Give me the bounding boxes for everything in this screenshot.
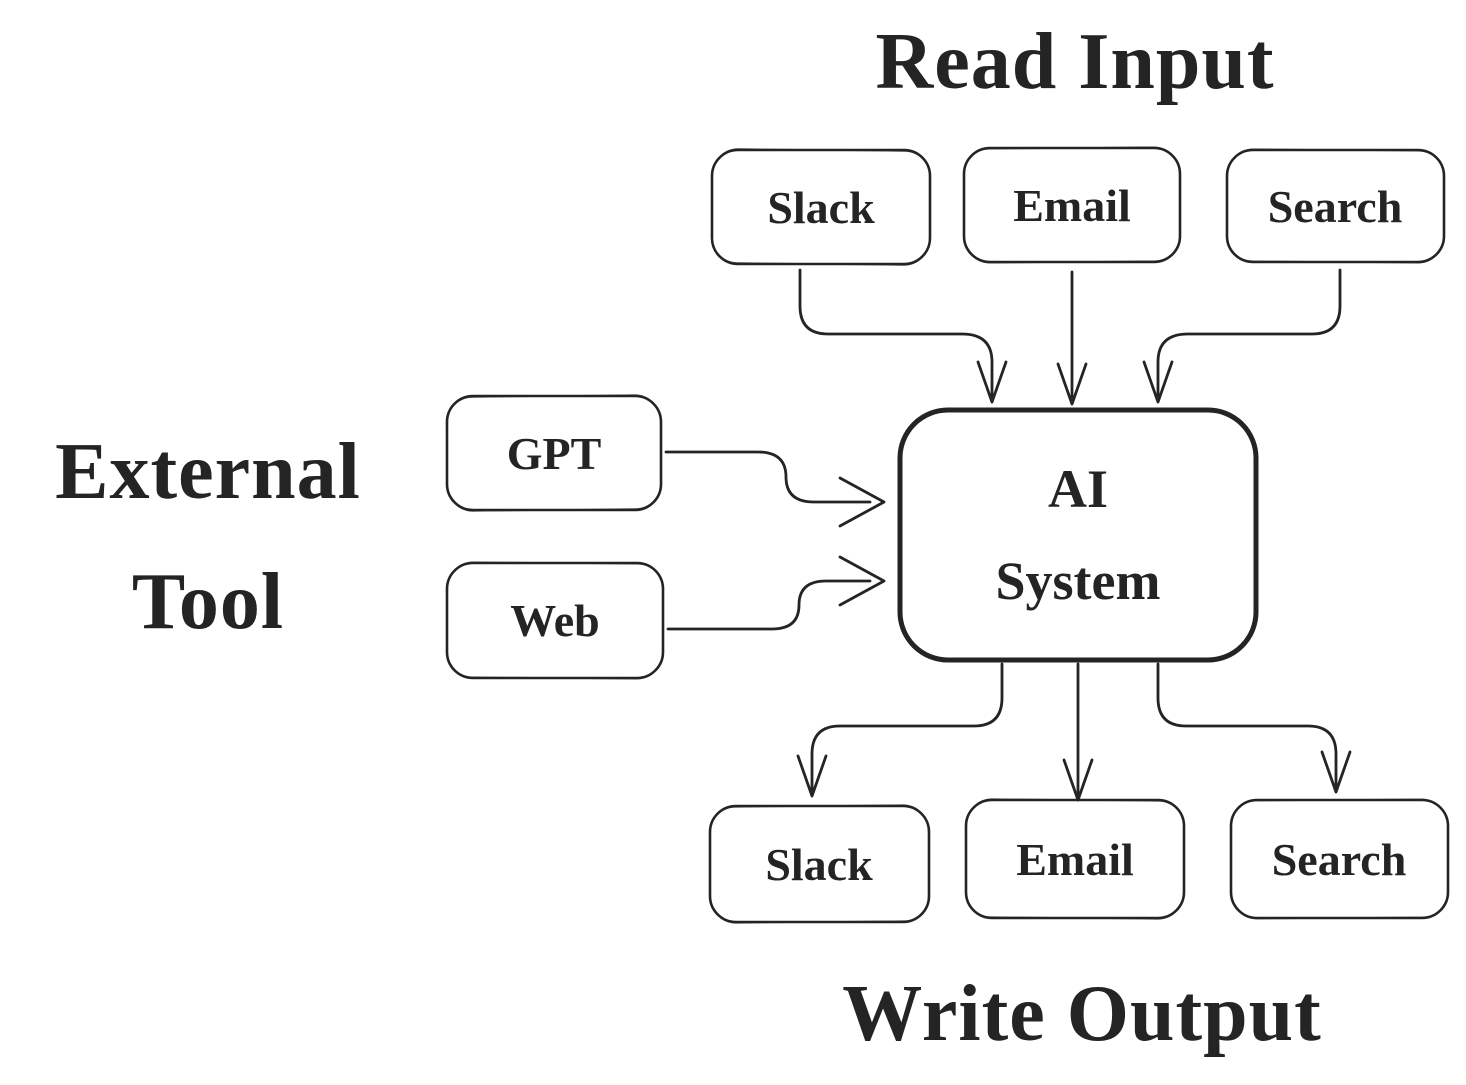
node-tool-web: Web (445, 561, 665, 680)
heading-external-tool-line2: Tool (132, 558, 284, 646)
node-output-email-label: Email (1016, 834, 1134, 885)
edge-ai-output-search-arrowhead (1320, 750, 1352, 794)
heading-read-input: Read Input (875, 18, 1274, 106)
node-ai-system-label-line2: System (996, 551, 1161, 611)
node-input-slack-box-sketch (710, 148, 932, 266)
node-output-email-box-sketch (964, 798, 1186, 920)
node-ai-system-box (897, 407, 1259, 663)
edge-ai-to-output-slack (796, 662, 1004, 798)
node-output-search: Search (1229, 798, 1450, 920)
heading-write-output: Write Output (842, 970, 1321, 1058)
node-input-slack-label: Slack (767, 182, 875, 233)
node-output-email: Email (964, 798, 1186, 920)
edge-tool-web-arrowhead (838, 555, 886, 607)
node-tool-web-box-sketch (445, 561, 665, 680)
edge-tool-gpt-shaft (664, 450, 872, 504)
edge-input-slack-arrowhead (976, 360, 1008, 404)
node-input-search-box-sketch (1226, 148, 1445, 264)
node-output-search-label: Search (1272, 834, 1407, 885)
node-tool-gpt: GPT (445, 394, 663, 512)
edge-ai-to-output-email (1062, 662, 1094, 802)
edge-input-search-shaft (1156, 268, 1342, 398)
edge-ai-output-search-shaft (1156, 662, 1338, 788)
node-output-slack-label: Slack (765, 839, 873, 890)
edge-tool-gpt-arrowhead (838, 476, 886, 528)
node-input-email-label: Email (1013, 180, 1131, 231)
edge-ai-to-output-search (1156, 662, 1352, 794)
node-output-search-box-sketch (1230, 798, 1449, 920)
edge-input-search-to-ai (1142, 268, 1342, 404)
node-ai-system-box-sketch (898, 408, 1258, 662)
heading-external-tool-line1: External (55, 428, 361, 516)
node-input-search-label: Search (1268, 181, 1403, 232)
node-input-search: Search (1225, 148, 1446, 264)
node-ai-system: AI System (897, 407, 1259, 663)
edge-ai-output-slack-shaft (810, 662, 1004, 792)
edge-input-search-arrowhead (1142, 360, 1174, 404)
edge-ai-output-slack-arrowhead (796, 754, 828, 798)
node-tool-gpt-box-sketch (445, 394, 663, 512)
node-tool-gpt-label: GPT (507, 428, 602, 479)
edge-input-slack-to-ai (798, 268, 1008, 404)
node-ai-system-label-line1: AI (1048, 459, 1108, 519)
edge-tool-gpt-to-ai (664, 450, 886, 528)
node-input-slack: Slack (710, 148, 932, 266)
node-tool-web-label: Web (510, 595, 599, 646)
edge-input-slack-shaft (798, 268, 994, 398)
edge-input-email-arrowhead (1056, 362, 1088, 406)
edge-tool-web-to-ai (666, 555, 886, 631)
node-input-email: Email (962, 146, 1182, 264)
node-input-email-box-sketch (962, 146, 1182, 264)
node-output-slack: Slack (708, 804, 931, 924)
edge-tool-web-shaft (666, 579, 872, 631)
node-output-slack-box-sketch (708, 804, 931, 924)
edge-input-email-to-ai (1056, 270, 1088, 406)
